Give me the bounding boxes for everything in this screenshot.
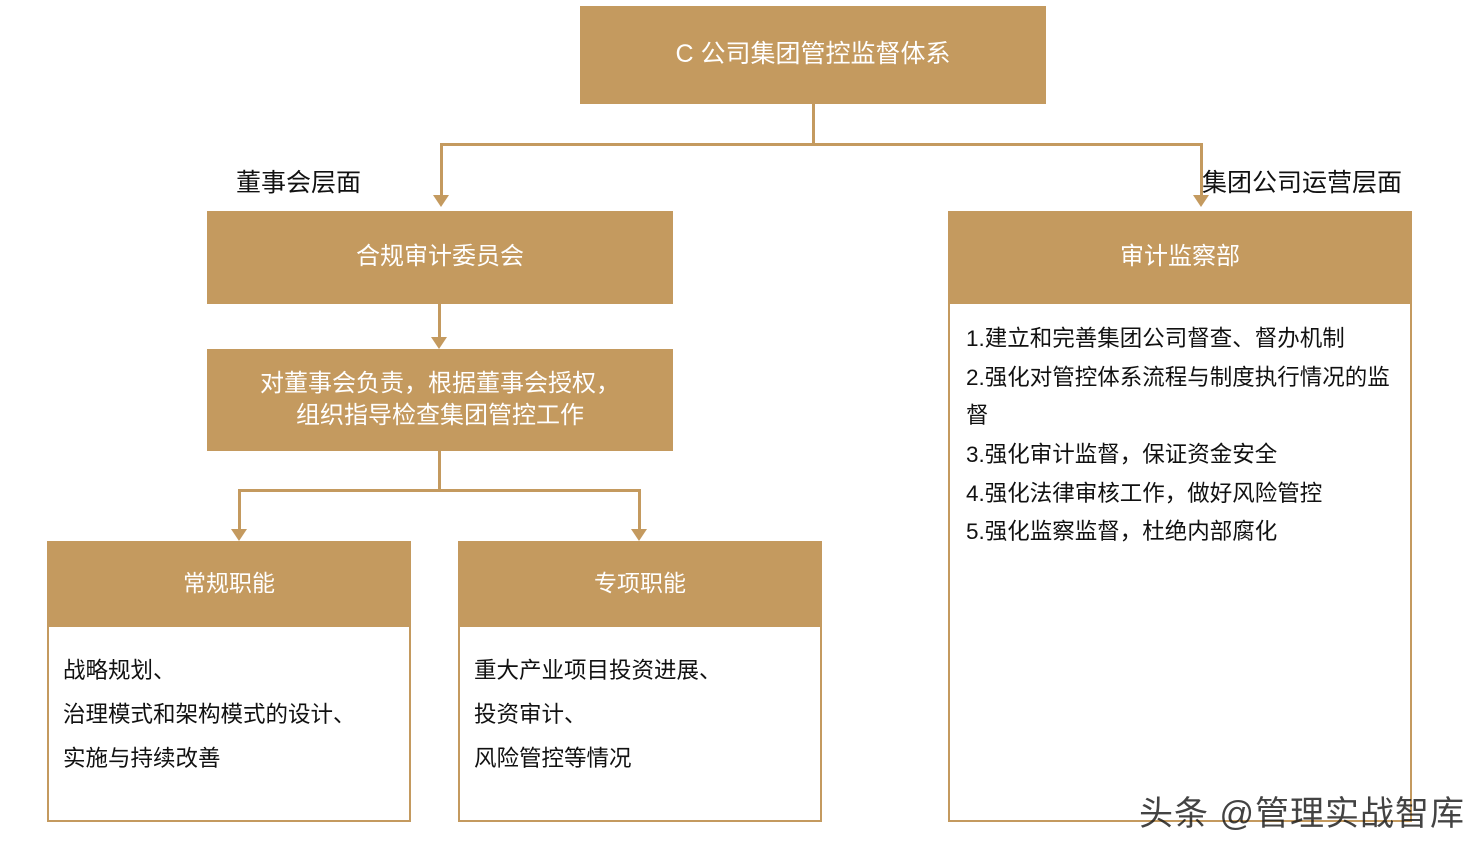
committee-label: 合规审计委员会 — [356, 243, 524, 271]
audit-department-label: 审计监察部 — [1120, 243, 1240, 271]
special-function-line: 重大产业项目投资进展、 — [474, 658, 722, 683]
arrow-to-special-function — [631, 529, 647, 541]
root-title-text: C 公司集团管控监督体系 — [675, 40, 951, 69]
arrow-to-duty — [431, 337, 447, 349]
connector-duty-stem — [438, 451, 441, 491]
connector-function-bus — [238, 489, 640, 492]
special-function-header-label: 专项职能 — [594, 570, 686, 597]
connector-root-bus — [440, 143, 1202, 146]
duty-line-1: 对董事会负责，根据董事会授权， — [260, 369, 620, 397]
connector-function-left-drop — [238, 489, 241, 529]
connector-right-drop — [1200, 143, 1203, 195]
arrow-to-regular-function — [231, 529, 247, 541]
audit-item: 5.强化监察监督，杜绝内部腐化 — [966, 519, 1278, 545]
audit-department-body: 1.建立和完善集团公司督查、督办机制 2.强化对管控体系流程与制度执行情况的监督… — [948, 304, 1412, 822]
audit-item: 3.强化审计监督，保证资金安全 — [966, 442, 1278, 468]
arrow-to-audit — [1193, 195, 1209, 207]
special-function-header: 专项职能 — [458, 541, 822, 627]
connector-left-drop — [440, 143, 443, 195]
connector-function-right-drop — [638, 489, 641, 529]
special-function-line: 风险管控等情况 — [474, 745, 632, 771]
regular-function-header: 常规职能 — [47, 541, 411, 627]
connector-committee-duty — [438, 304, 441, 337]
connector-root-stem — [812, 104, 815, 144]
special-function-line: 投资审计、 — [474, 701, 587, 727]
branch-label-board: 董事会层面 — [236, 169, 362, 197]
audit-item: 4.强化法律审核工作，做好风险管控 — [966, 480, 1323, 506]
committee-box: 合规审计委员会 — [207, 211, 673, 304]
branch-label-group: 集团公司运营层面 — [1202, 169, 1403, 197]
regular-function-body: 战略规划、 治理模式和架构模式的设计、 实施与持续改善 — [47, 627, 411, 822]
watermark: 头条 @管理实战智库 — [1139, 795, 1465, 833]
audit-department-header: 审计监察部 — [948, 211, 1412, 304]
arrow-to-committee — [433, 195, 449, 207]
regular-function-line: 实施与持续改善 — [63, 745, 221, 771]
regular-function-header-label: 常规职能 — [183, 570, 275, 597]
duty-text: 对董事会负责，根据董事会授权， 组织指导检查集团管控工作 — [260, 368, 620, 433]
root-title-box: C 公司集团管控监督体系 — [580, 6, 1046, 104]
regular-function-line: 治理模式和架构模式的设计、 — [63, 701, 356, 727]
special-function-body: 重大产业项目投资进展、 投资审计、 风险管控等情况 — [458, 627, 822, 822]
audit-item: 2.强化对管控体系流程与制度执行情况的监督 — [966, 364, 1390, 429]
duty-line-2: 组织指导检查集团管控工作 — [296, 402, 584, 429]
audit-item: 1.建立和完善集团公司督查、督办机制 — [966, 326, 1345, 351]
duty-box: 对董事会负责，根据董事会授权， 组织指导检查集团管控工作 — [207, 349, 673, 451]
regular-function-line: 战略规划、 — [63, 658, 176, 683]
